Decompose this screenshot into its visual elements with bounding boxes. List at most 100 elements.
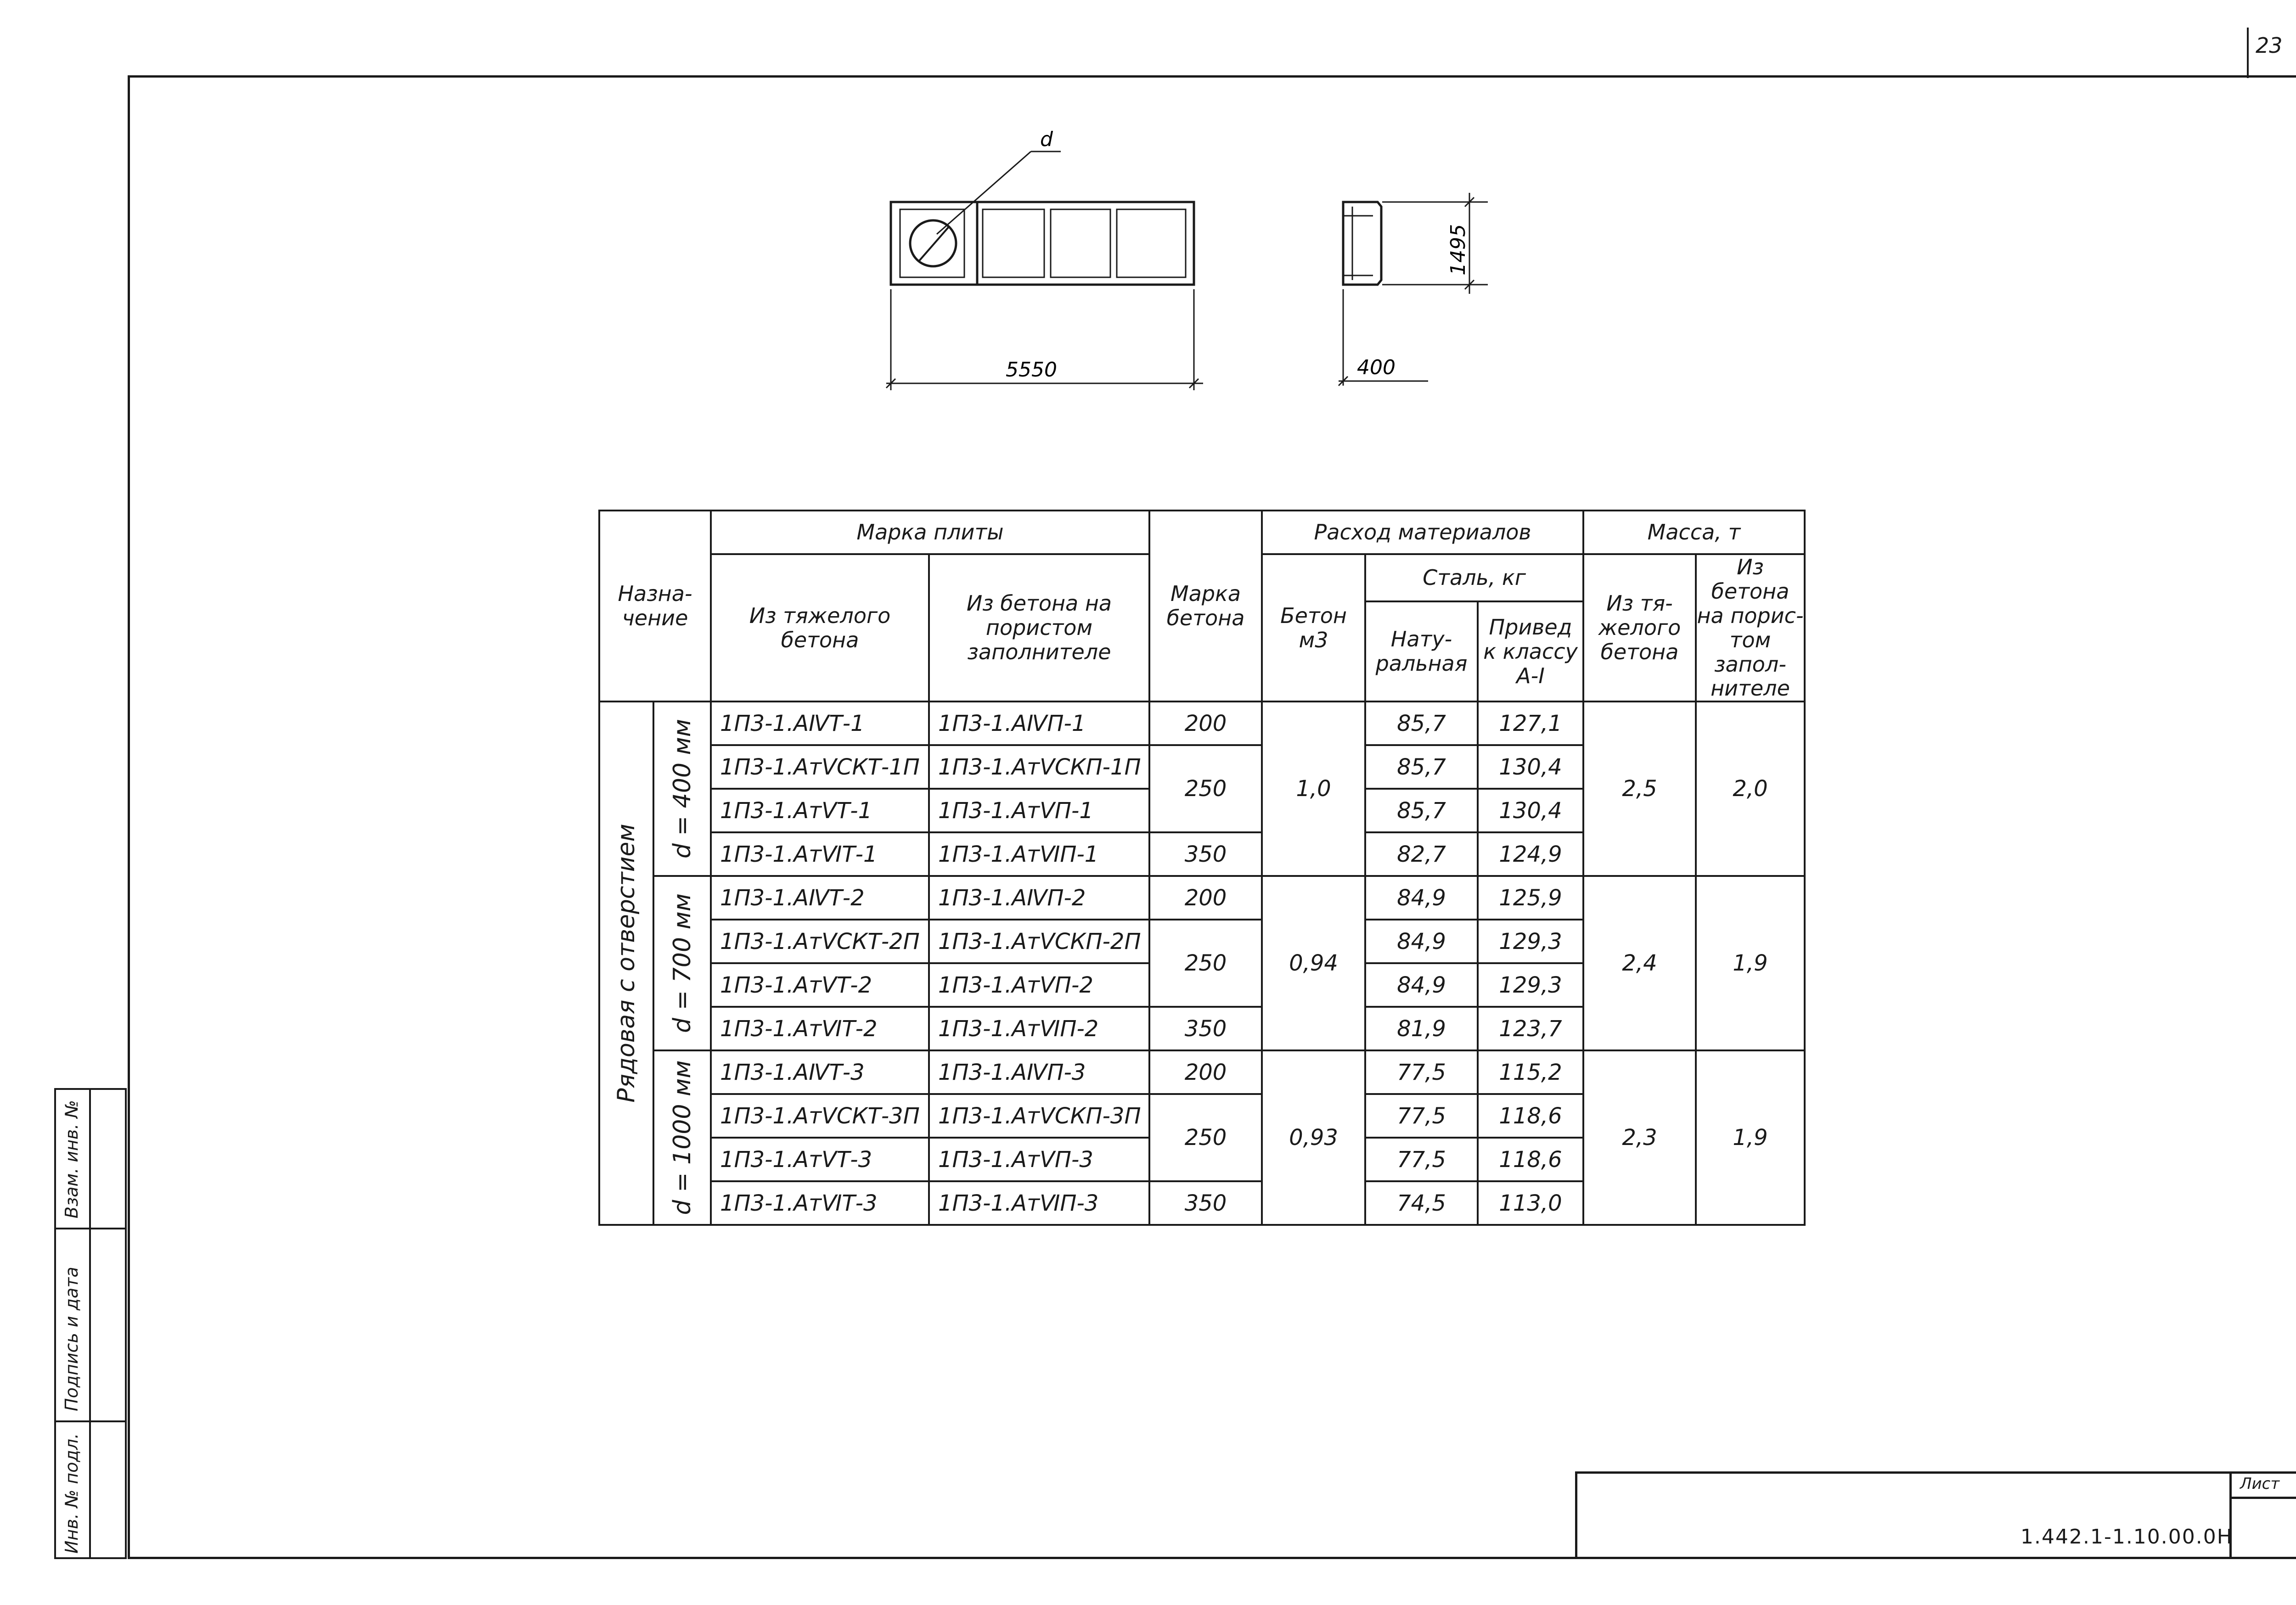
header-concrete-volume: Бетон м3 [1261,553,1366,703]
mass-porous: 2,0 [1695,701,1806,877]
header-steel-natural: Нату- ральная [1364,600,1479,703]
sheet-label: Лист [2240,1475,2280,1493]
porous-mark: 1П3-1.АтⅤП-1 [928,788,1150,834]
steel-natural: 81,9 [1364,1006,1479,1052]
porous-mark: 1П3-1.АтⅤСКП-3П [928,1093,1150,1139]
header-natural-text: Нату- ральная [1375,627,1468,676]
heavy-mark: 1П3-1.АтⅤТ-3 [710,1137,930,1183]
concrete-volume: 0,93 [1261,1049,1366,1226]
header-mass-heavy-text: Из тя- желого бетона [1598,591,1681,665]
header-porous-text: Из бетона на пористом заполнителе [966,591,1112,665]
steel-reduced: 118,6 [1477,1137,1584,1183]
header-mass-heavy: Из тя- желого бетона [1582,553,1697,703]
drawing-frame [128,75,2296,1559]
plan-view [889,151,1195,286]
concrete-mark: 250 [1148,744,1263,834]
steel-reduced: 129,3 [1477,962,1584,1008]
steel-reduced: 130,4 [1477,788,1584,834]
steel-reduced: 118,6 [1477,1093,1584,1139]
concrete-mark: 250 [1148,919,1263,1008]
section-view [1342,201,1383,286]
mass-porous: 1,9 [1695,875,1806,1052]
header-reduced-text: Привед к классу А-I [1483,614,1578,688]
title-block [1575,1471,2296,1559]
heavy-mark: 1П3-1.АтⅤСКТ-2П [710,919,930,965]
table-row: 1П3-1.АтⅤСКТ-1П 1П3-1.АтⅤСКП-1П 250 85,7… [599,744,1805,834]
steel-reduced: 115,2 [1477,1049,1584,1095]
diameter-cell: d = 400 мм [653,701,712,877]
steel-natural: 84,9 [1364,962,1479,1008]
table-row: 1П3-1.АтⅥТ-1 1П3-1.АтⅥП-1 350 82,7 124,9 [599,831,1805,877]
steel-reduced: 130,4 [1477,744,1584,790]
steel-reduced: 124,9 [1477,831,1584,877]
steel-natural: 84,9 [1364,919,1479,965]
purpose-label: Рядовая с отверстием [613,824,640,1103]
steel-reduced: 113,0 [1477,1180,1584,1226]
concrete-volume: 0,94 [1261,875,1366,1052]
steel-reduced: 123,7 [1477,1006,1584,1052]
porous-mark: 1П3-1.АтⅤП-3 [928,1137,1150,1183]
height-dimension-value: 1495 [1446,224,1470,275]
porous-mark: 1П3-1.АⅣП-3 [928,1049,1150,1095]
hole-label: d [1040,128,1053,151]
steel-natural: 77,5 [1364,1049,1479,1095]
diameter-label: d = 1000 мм [668,1060,696,1215]
header-concrete-text: Бетон м3 [1280,603,1347,652]
header-consumption: Расход материалов [1261,510,1584,555]
porous-mark: 1П3-1.АтⅤП-2 [928,962,1150,1008]
hole-circle [909,219,957,268]
heavy-mark: 1П3-1.АтⅥТ-2 [710,1006,930,1052]
concrete-mark: 350 [1148,831,1263,877]
table-row: d = 1000 мм 1П3-1.АⅣТ-3 1П3-1.АⅣП-3 200 … [599,1049,1806,1226]
concrete-mark: 200 [1148,1049,1263,1095]
length-dimension-value: 5550 [1006,358,1057,382]
steel-natural: 84,9 [1364,875,1479,921]
steel-reduced: 125,9 [1477,875,1584,921]
diameter-label: d = 400 мм [668,719,696,859]
concrete-mark: 200 [1148,701,1263,746]
concrete-mark: 200 [1148,875,1263,921]
sheet-number: 23 [2256,33,2283,58]
porous-mark: 1П3-1.АⅣП-2 [928,875,1150,921]
header-slab-mark: Марка плиты [710,510,1150,555]
porous-mark: 1П3-1.АтⅤСКП-1П [928,744,1150,790]
steel-natural: 85,7 [1364,744,1479,790]
porous-mark: 1П3-1.АтⅥП-2 [928,1006,1150,1052]
table-row: 1П3-1.АтⅤТ-2 1П3-1.АтⅤП-2 84,9 129,3 [599,962,1805,1008]
header-heavy-text: Из тяжелого бетона [749,603,891,652]
header-purpose: Назна- чение [598,509,712,703]
porous-mark: 1П3-1.АтⅥП-3 [928,1180,1150,1226]
steel-natural: 85,7 [1364,701,1479,746]
heavy-mark: 1П3-1.АⅣТ-2 [710,875,930,921]
document-code: 1.442.1-1.10.00.0Н [2020,1525,2233,1549]
concrete-mark: 250 [1148,1093,1263,1183]
concrete-mark: 350 [1148,1006,1263,1052]
table-row: Рядовая с отверстием d = 400 мм 1П3-1.АⅣ… [598,701,1806,1226]
header-steel-reduced: Привед к классу А-I [1477,600,1584,703]
header-purpose-text: Назна- чение [618,581,692,631]
mass-heavy: 2,4 [1582,875,1697,1052]
length-dimension [885,289,1203,390]
steel-natural: 74,5 [1364,1180,1479,1226]
header-steel: Сталь, кг [1364,553,1584,603]
strip-row-divider [56,1228,125,1229]
header-mass: Масса, т [1582,510,1806,555]
header-porous-concrete: Из бетона на пористом заполнителе [928,553,1150,703]
heavy-mark: 1П3-1.АтⅤТ-1 [710,788,930,834]
heavy-mark: 1П3-1.АтⅥТ-1 [710,831,930,877]
porous-mark: 1П3-1.АтⅤСКП-2П [928,919,1150,965]
width-dimension-value: 400 [1357,356,1396,379]
steel-natural: 82,7 [1364,831,1479,877]
header-concrete-mark-text: Марка бетона [1166,581,1245,631]
porous-mark: 1П3-1.АтⅥП-1 [928,831,1150,877]
header-mass-porous-text: Из бетона на порис- том запол- нителе [1697,555,1804,701]
specification-table: Назна- чение Марка плиты Марка бетона Ра… [598,509,1806,1226]
table-row: 1П3-1.АтⅤСКТ-3П 1П3-1.АтⅤСКП-3П 250 77,5… [599,1093,1805,1183]
purpose-cell: Рядовая с отверстием [598,701,654,1226]
steel-reduced: 127,1 [1477,701,1584,746]
heavy-mark: 1П3-1.АⅣТ-3 [710,1049,930,1095]
header-concrete-mark: Марка бетона [1148,509,1263,703]
diameter-cell: d = 1000 мм [653,1049,712,1226]
binding-strip: Инв. № подл. Подпись и дата Взам. инв. № [54,1088,127,1559]
